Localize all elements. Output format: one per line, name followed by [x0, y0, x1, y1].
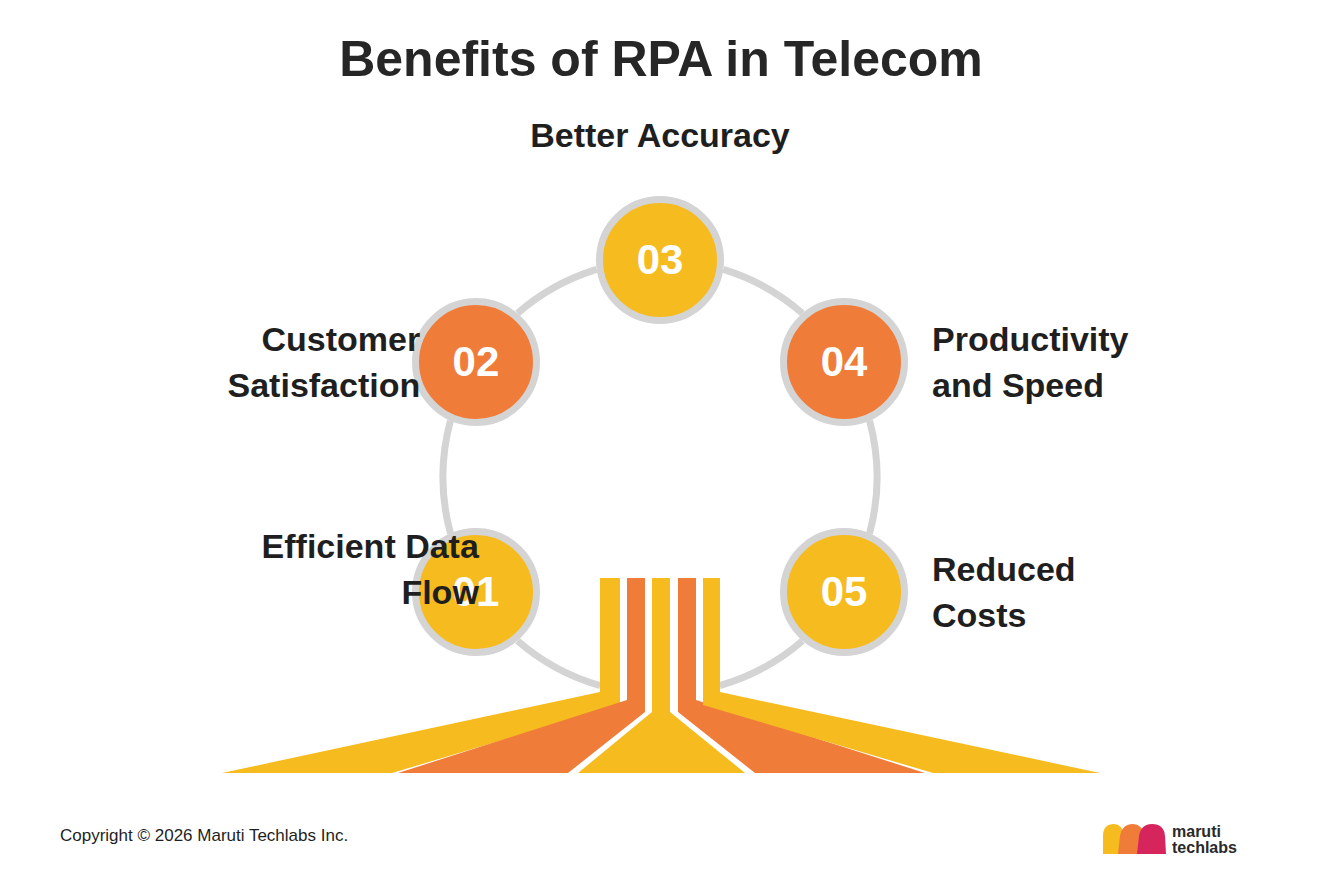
benefit-circle: 01Efficient Data Flow	[412, 528, 540, 656]
benefit-label: Efficient Data Flow	[254, 523, 479, 615]
ring-arc	[723, 269, 802, 313]
step-number: 04	[787, 305, 901, 419]
logo-text: maruti techlabs	[1172, 824, 1246, 856]
benefit-label: Customer Satisfaction	[195, 316, 420, 408]
logo-mark	[1103, 824, 1166, 854]
step-number: 03	[603, 203, 717, 317]
benefit-circle: 05Reduced Costs	[780, 528, 908, 656]
ring-arc	[443, 421, 450, 534]
benefit-label: Reduced Costs	[932, 546, 1076, 638]
ring-connector	[870, 421, 877, 534]
copyright-note: Copyright © 2026 Maruti Techlabs Inc.	[60, 826, 348, 846]
step-number: 02	[419, 305, 533, 419]
ring-arc	[720, 641, 803, 686]
benefit-circle: 04Productivity and Speed	[780, 298, 908, 426]
ring-arc	[518, 641, 601, 686]
ring-connector	[443, 421, 450, 534]
ring-connector	[518, 269, 597, 313]
step-number: 05	[787, 535, 901, 649]
benefit-label: Better Accuracy	[530, 112, 790, 158]
ring-connector	[723, 269, 802, 313]
benefit-circle: 03Better Accuracy	[596, 196, 724, 324]
ring-arc	[870, 421, 877, 534]
benefit-circle: 02Customer Satisfaction	[412, 298, 540, 426]
diagram-title: Benefits of RPA in Telecom	[0, 30, 1322, 88]
ring-arc	[518, 269, 597, 313]
benefit-label: Productivity and Speed	[932, 316, 1128, 408]
